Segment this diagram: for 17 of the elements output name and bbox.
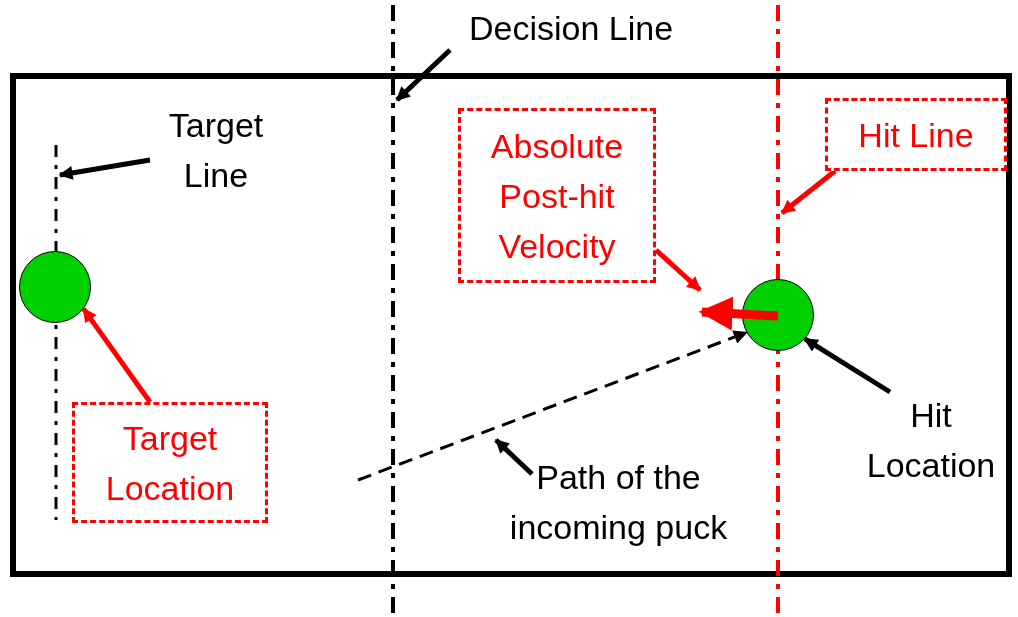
puck <box>19 251 91 323</box>
leader-line <box>58 157 151 180</box>
leader-line <box>81 307 153 404</box>
leader-line <box>494 438 534 476</box>
callout-box: Absolute Post-hit Velocity <box>458 108 656 283</box>
path-label: Path of the incoming puck <box>485 452 752 552</box>
leader-line <box>395 48 452 102</box>
leader-line <box>780 169 837 215</box>
callout-box: Target Location <box>72 402 268 523</box>
callout-box: Hit Line <box>825 98 1007 171</box>
line-label: Decision Line <box>440 5 702 50</box>
velocity-arrow <box>698 296 779 331</box>
location-label: Hit Location <box>850 392 1012 487</box>
leader-line <box>803 336 892 395</box>
path-arrow <box>357 330 748 482</box>
leader-line <box>654 248 702 292</box>
line-label: Target Line <box>150 100 282 200</box>
